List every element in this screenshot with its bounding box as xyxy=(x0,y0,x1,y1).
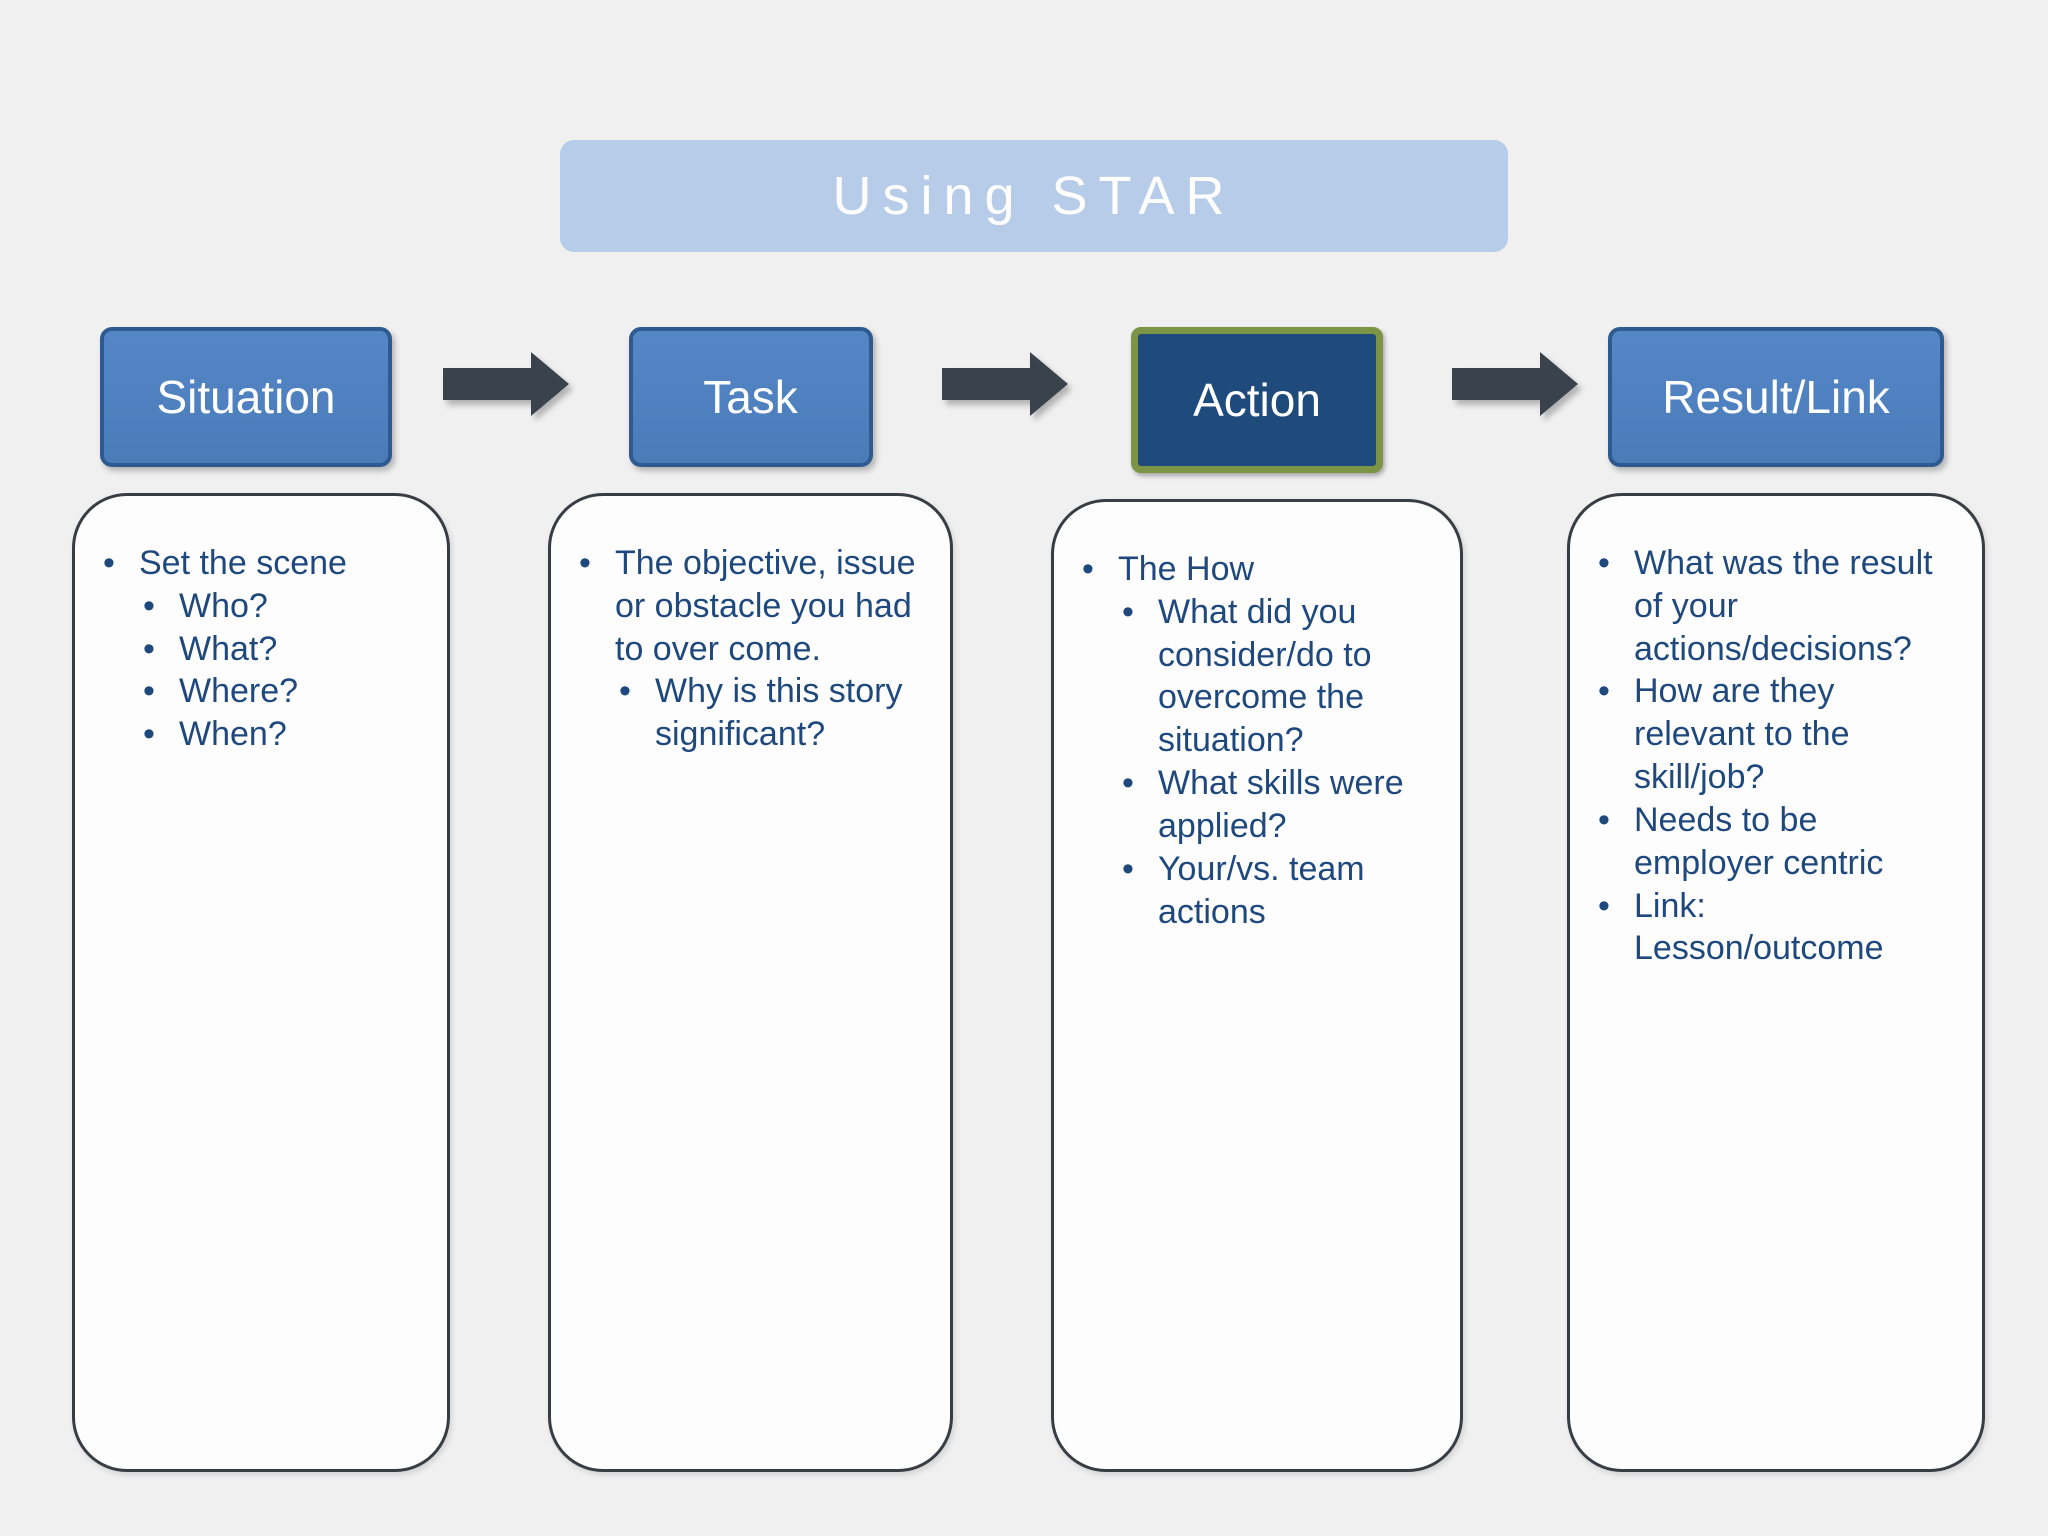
slide-title: Using STAR xyxy=(560,140,1508,252)
list-item-text: When? xyxy=(179,715,287,754)
list-item: • Why is this story significant? xyxy=(619,670,926,756)
bullet-dot: • xyxy=(143,672,155,711)
list-item-text: The objective, issue or obstacle you had… xyxy=(615,544,916,668)
bullet-dot: • xyxy=(619,672,631,711)
list-item: • Who? xyxy=(143,585,423,628)
bullet-dot: • xyxy=(1122,764,1134,803)
column-situation: Situation • Set the scene • Who? • What? • W… xyxy=(72,327,450,1472)
list-item: • What was the result of your actions/dec… xyxy=(1598,542,1958,670)
flow-arrow-icon xyxy=(443,352,569,416)
list-item: • Link: Lesson/outcome xyxy=(1598,885,1958,971)
bullet-dot: • xyxy=(1598,544,1610,582)
bullet-dot: • xyxy=(1598,886,1610,925)
list-item: • When? xyxy=(143,713,423,756)
action-button[interactable]: Action xyxy=(1131,327,1383,473)
result-link-button[interactable]: Result/Link xyxy=(1608,327,1944,467)
list-item-text: Needs to be employer centric xyxy=(1634,800,1884,882)
list-item-text: Who? xyxy=(179,586,268,625)
bullet-dot: • xyxy=(579,544,591,582)
result-link-box: • What was the result of your actions/dec… xyxy=(1567,493,1985,1472)
situation-button[interactable]: Situation xyxy=(100,327,392,467)
column-action: Action • The How • What did you consider/d… xyxy=(1051,327,1463,1472)
list-item: • Your/vs. team actions xyxy=(1122,848,1436,934)
list-item: • What did you consider/do to overcome th… xyxy=(1122,591,1436,762)
flow-arrow-icon xyxy=(942,352,1068,416)
bullet-dot: • xyxy=(1122,849,1134,888)
list-item-text: Your/vs. team actions xyxy=(1158,849,1365,931)
list-item: • The How xyxy=(1082,548,1436,591)
action-box: • The How • What did you consider/do to ov… xyxy=(1051,499,1463,1472)
list-item: • How are they relevant to the skill/job? xyxy=(1598,670,1958,798)
list-item: • Set the scene xyxy=(103,542,423,585)
list-item: • Needs to be employer centric xyxy=(1598,799,1958,885)
task-box: • The objective, issue or obstacle you ha… xyxy=(548,493,953,1472)
column-result-link: Result/Link • What was the result of your… xyxy=(1567,327,1985,1472)
list-item-text: Link: Lesson/outcome xyxy=(1634,886,1884,968)
list-item-text: Set the scene xyxy=(139,544,347,582)
flow-arrow-icon xyxy=(1452,352,1578,416)
task-button[interactable]: Task xyxy=(628,327,873,467)
list-item-text: How are they relevant to the skill/job? xyxy=(1634,672,1850,797)
list-item-text: The How xyxy=(1118,550,1255,588)
list-item: • What skills were applied? xyxy=(1122,762,1436,848)
list-item: • Where? xyxy=(143,670,423,713)
list-item-text: What? xyxy=(179,629,278,668)
list-item-text: Where? xyxy=(179,672,299,711)
bullet-dot: • xyxy=(1122,592,1134,631)
bullet-dot: • xyxy=(1598,672,1610,711)
list-item-text: Why is this story significant? xyxy=(655,672,903,754)
bullet-dot: • xyxy=(143,586,155,625)
bullet-dot: • xyxy=(1082,550,1094,588)
bullet-dot: • xyxy=(143,629,155,668)
bullet-dot: • xyxy=(143,715,155,754)
situation-box: • Set the scene • Who? • What? • Where? • Whe… xyxy=(72,493,450,1472)
list-item-text: What was the result of your actions/deci… xyxy=(1634,544,1933,668)
list-item: • What? xyxy=(143,628,423,671)
bullet-dot: • xyxy=(103,544,115,582)
column-task: Task • The objective, issue or obstacle y… xyxy=(548,327,953,1472)
list-item-text: What did you consider/do to overcome the… xyxy=(1158,592,1372,760)
list-item: • The objective, issue or obstacle you ha… xyxy=(579,542,926,670)
list-item-text: What skills were applied? xyxy=(1158,764,1404,845)
bullet-dot: • xyxy=(1598,800,1610,839)
